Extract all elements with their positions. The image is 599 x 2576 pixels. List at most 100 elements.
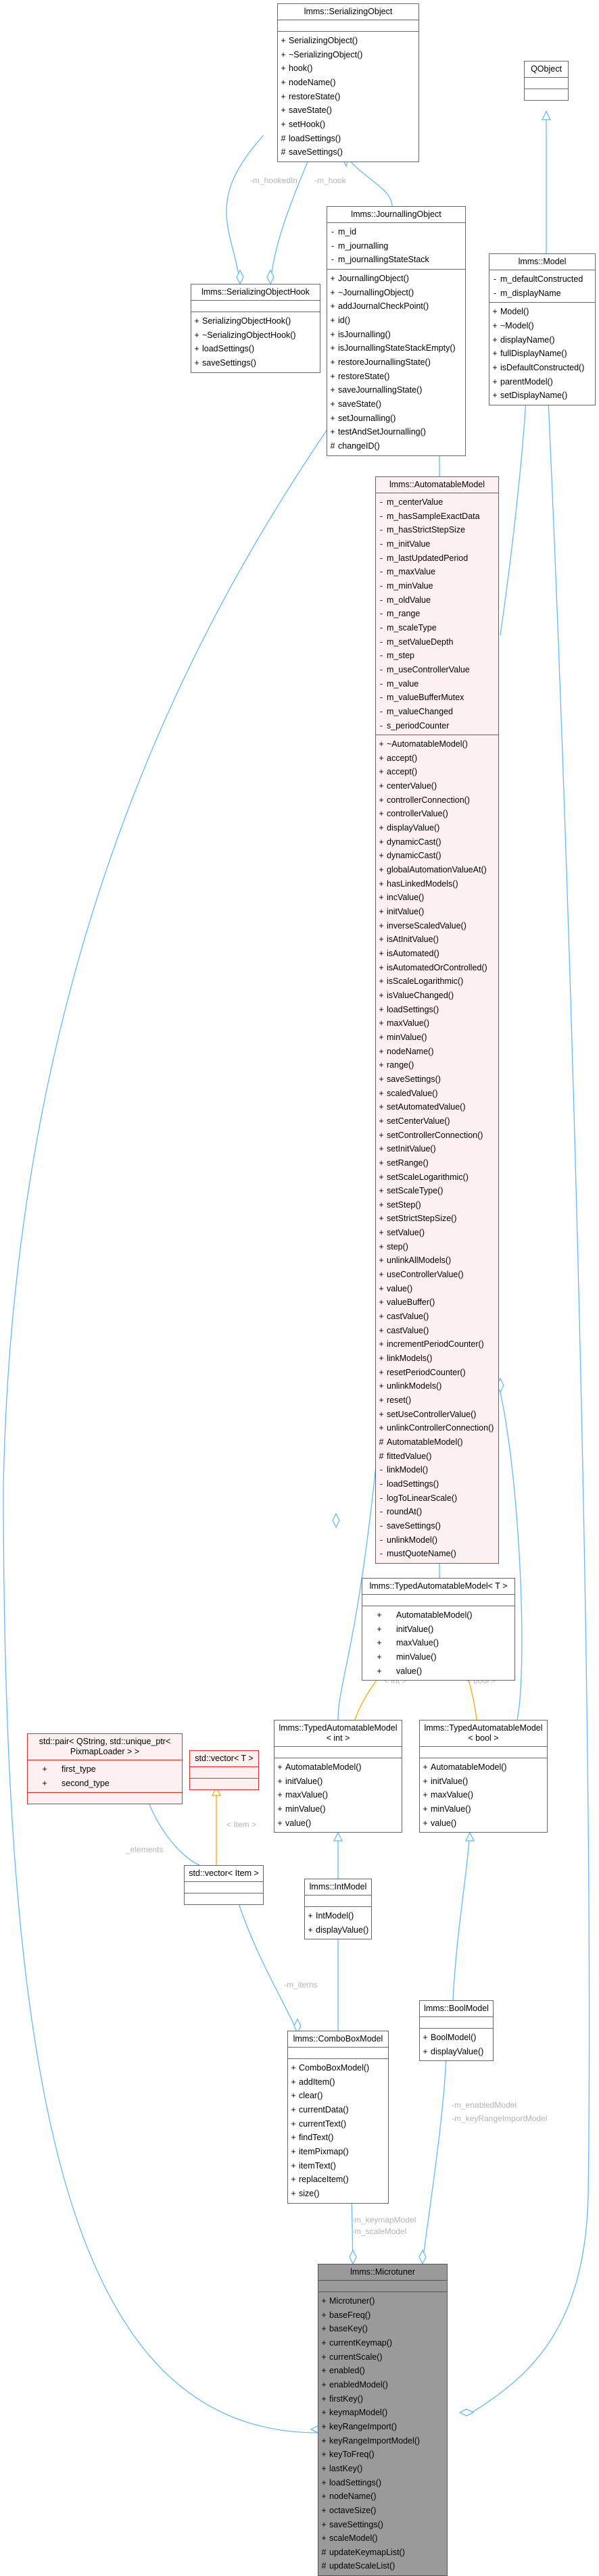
method-row[interactable]: +nodeName() xyxy=(376,1045,498,1059)
method-row[interactable]: +lastKey() xyxy=(318,2462,447,2476)
method-row[interactable]: +itemPixmap() xyxy=(288,2145,388,2159)
method-row[interactable]: +setAutomatedValue() xyxy=(376,1100,498,1114)
method-row[interactable]: +scaledValue() xyxy=(376,1087,498,1101)
attribute-row[interactable]: -m_setValueDepth xyxy=(376,635,498,649)
method-row[interactable]: +firstKey() xyxy=(318,2392,447,2406)
attribute-row[interactable]: -m_oldValue xyxy=(376,593,498,608)
method-row[interactable]: +resetPeriodCounter() xyxy=(376,1366,498,1380)
class-typedautomatablemodel-t[interactable]: lmms::TypedAutomatableModel< T >+Automat… xyxy=(362,1578,515,1681)
method-row[interactable]: +centerValue() xyxy=(376,779,498,793)
method-row[interactable]: +clear() xyxy=(288,2089,388,2103)
method-row[interactable]: +dynamicCast() xyxy=(376,849,498,863)
method-row[interactable]: +id() xyxy=(327,314,465,328)
method-row[interactable]: +baseKey() xyxy=(318,2322,447,2336)
method-row[interactable]: +currentText() xyxy=(288,2117,388,2131)
method-row[interactable]: +linkModels() xyxy=(376,1352,498,1366)
method-row[interactable]: +keyRangeImportModel() xyxy=(318,2434,447,2448)
method-row[interactable]: +keyRangeImport() xyxy=(318,2420,447,2434)
method-row[interactable]: +controllerConnection() xyxy=(376,793,498,808)
method-row[interactable]: +setScaleType() xyxy=(376,1184,498,1198)
class-typedautomatablemodel-int[interactable]: lmms::TypedAutomatableModel < int >+Auto… xyxy=(274,1720,402,1833)
method-row[interactable]: -unlinkModel() xyxy=(376,1533,498,1547)
method-row[interactable]: +ComboBoxModel() xyxy=(288,2061,388,2075)
method-row[interactable]: +restoreJournallingState() xyxy=(327,355,465,370)
class-typedautomatablemodel-bool[interactable]: lmms::TypedAutomatableModel < bool >+Aut… xyxy=(419,1720,548,1833)
attribute-row[interactable]: -m_minValue xyxy=(376,579,498,593)
attribute-row[interactable]: -m_scaleType xyxy=(376,621,498,635)
method-row[interactable]: +restoreState() xyxy=(278,90,418,104)
method-row[interactable]: -saveSettings() xyxy=(376,1519,498,1533)
class-std-vector-t[interactable]: std::vector< T > xyxy=(189,1750,259,1790)
method-row[interactable]: +IntModel() xyxy=(305,1909,371,1923)
method-row[interactable]: +isDefaultConstructed() xyxy=(489,361,595,375)
method-row[interactable]: #AutomatableModel() xyxy=(376,1435,498,1450)
method-row[interactable]: -mustQuoteName() xyxy=(376,1547,498,1561)
method-row[interactable]: +SerializingObjectHook() xyxy=(191,314,320,328)
method-row[interactable]: +saveSettings() xyxy=(191,356,320,370)
method-row[interactable]: +incValue() xyxy=(376,891,498,905)
method-row[interactable]: +incrementPeriodCounter() xyxy=(376,1337,498,1352)
method-row[interactable]: +accept() xyxy=(376,751,498,766)
method-row[interactable]: +itemText() xyxy=(288,2159,388,2173)
method-row[interactable]: +keyToFreq() xyxy=(318,2448,447,2462)
method-row[interactable]: +testAndSetJournalling() xyxy=(327,425,465,439)
method-row[interactable]: +saveState() xyxy=(278,103,418,118)
method-row[interactable]: +initValue() xyxy=(376,905,498,919)
method-row[interactable]: +currentKeymap() xyxy=(318,2336,447,2350)
method-row[interactable]: +castValue() xyxy=(376,1324,498,1338)
method-row[interactable]: +initValue() xyxy=(274,1775,402,1789)
method-row[interactable]: +unlinkAllModels() xyxy=(376,1254,498,1268)
method-row[interactable]: +maxValue() xyxy=(420,1788,547,1802)
method-row[interactable]: +reset() xyxy=(376,1393,498,1408)
attribute-row[interactable]: +first_type xyxy=(28,1762,182,1777)
method-row[interactable]: +saveSettings() xyxy=(376,1072,498,1087)
method-row[interactable]: +initValue() xyxy=(420,1775,547,1789)
method-row[interactable]: +setStrictStepSize() xyxy=(376,1212,498,1226)
method-row[interactable]: +~SerializingObject() xyxy=(278,48,418,62)
attribute-row[interactable]: -m_range xyxy=(376,607,498,621)
method-row[interactable]: +maxValue() xyxy=(274,1788,402,1802)
method-row[interactable]: +unlinkModels() xyxy=(376,1379,498,1393)
class-automatablemodel[interactable]: lmms::AutomatableModel-m_centerValue-m_h… xyxy=(375,476,499,1564)
method-row[interactable]: +keymapModel() xyxy=(318,2406,447,2420)
attribute-row[interactable]: -m_hasSampleExactData xyxy=(376,510,498,524)
method-row[interactable]: +globalAutomationValueAt() xyxy=(376,863,498,877)
class-journallingobject[interactable]: lmms::JournallingObject-m_id-m_journalli… xyxy=(327,206,466,456)
method-row[interactable]: +value() xyxy=(376,1282,498,1296)
method-row[interactable]: -logToLinearScale() xyxy=(376,1491,498,1506)
method-row[interactable]: +SerializingObject() xyxy=(278,34,418,48)
method-row[interactable]: +addItem() xyxy=(288,2075,388,2089)
method-row[interactable]: +fullDisplayName() xyxy=(489,347,595,361)
method-row[interactable]: +baseFreq() xyxy=(318,2308,447,2323)
method-row[interactable]: +hasLinkedModels() xyxy=(376,877,498,891)
method-row[interactable]: +Microtuner() xyxy=(318,2294,447,2308)
method-row[interactable]: +dynamicCast() xyxy=(376,835,498,849)
class-std-vector-item[interactable]: std::vector< Item > xyxy=(184,1865,264,1905)
method-row[interactable]: +saveSettings() xyxy=(318,2518,447,2532)
method-row[interactable]: +hook() xyxy=(278,61,418,76)
method-row[interactable]: +saveState() xyxy=(327,397,465,412)
method-row[interactable]: +nodeName() xyxy=(318,2490,447,2504)
method-row[interactable]: +AutomatableModel() xyxy=(420,1760,547,1775)
method-row[interactable]: +value() xyxy=(362,1664,514,1679)
method-row[interactable]: +setUseControllerValue() xyxy=(376,1408,498,1422)
method-row[interactable]: +isScaleLogarithmic() xyxy=(376,974,498,989)
method-row[interactable]: #loadSettings() xyxy=(278,132,418,146)
method-row[interactable]: +minValue() xyxy=(420,1802,547,1816)
method-row[interactable]: #changeID() xyxy=(327,439,465,453)
method-row[interactable]: +isValueChanged() xyxy=(376,989,498,1003)
method-row[interactable]: +loadSettings() xyxy=(318,2476,447,2490)
method-row[interactable]: +displayValue() xyxy=(420,2045,493,2059)
method-row[interactable]: +castValue() xyxy=(376,1310,498,1324)
method-row[interactable]: +setScaleLogarithmic() xyxy=(376,1170,498,1185)
method-row[interactable]: +currentScale() xyxy=(318,2350,447,2364)
class-qobject[interactable]: QObject xyxy=(524,61,569,101)
method-row[interactable]: +maxValue() xyxy=(376,1016,498,1031)
method-row[interactable]: +~JournallingObject() xyxy=(327,286,465,300)
method-row[interactable]: +minValue() xyxy=(274,1802,402,1816)
method-row[interactable]: +isAutomated() xyxy=(376,947,498,961)
method-row[interactable]: +loadSettings() xyxy=(191,342,320,356)
class-std-pair[interactable]: std::pair< QString, std::unique_ptr< Pix… xyxy=(27,1733,183,1805)
method-row[interactable]: +accept() xyxy=(376,765,498,779)
method-row[interactable]: +findText() xyxy=(288,2131,388,2145)
